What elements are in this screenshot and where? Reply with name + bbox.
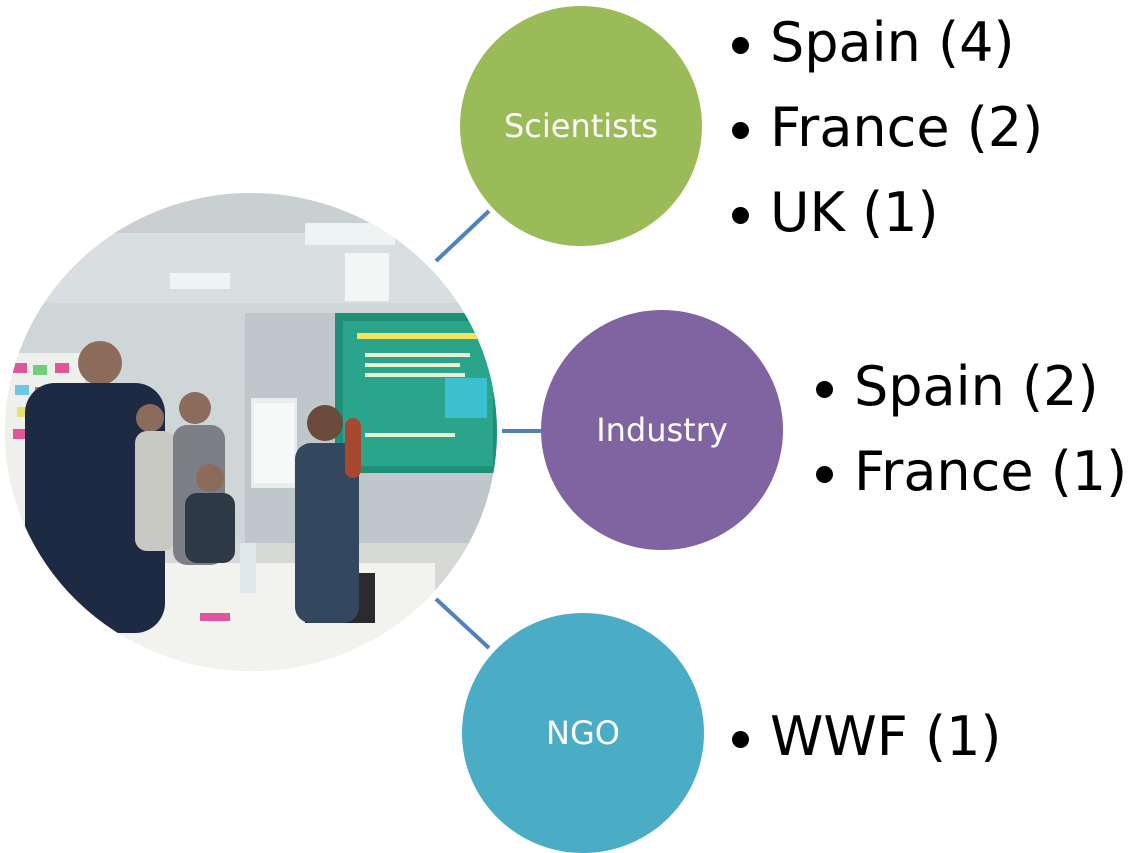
node-ngo: NGO bbox=[462, 613, 704, 853]
list-item: UK (1) bbox=[726, 170, 1043, 255]
list-item: Spain (4) bbox=[726, 0, 1043, 85]
scientists-list: Spain (4) France (2) UK (1) bbox=[726, 0, 1043, 255]
node-industry-label: Industry bbox=[596, 411, 728, 449]
connector-ngo bbox=[434, 597, 491, 650]
ngo-list: WWF (1) bbox=[726, 694, 1002, 779]
list-item: Spain (2) bbox=[810, 344, 1127, 429]
person-left bbox=[25, 383, 165, 633]
list-item: France (2) bbox=[726, 85, 1043, 170]
list-item: WWF (1) bbox=[726, 694, 1002, 779]
projector-icon bbox=[345, 253, 389, 301]
person-right bbox=[295, 443, 359, 623]
connector-scientists bbox=[434, 209, 491, 263]
node-ngo-label: NGO bbox=[546, 714, 620, 752]
workshop-photo bbox=[5, 193, 497, 671]
node-scientists: Scientists bbox=[460, 6, 702, 246]
list-item: France (1) bbox=[810, 429, 1127, 514]
industry-list: Spain (2) France (1) bbox=[810, 344, 1127, 514]
node-industry: Industry bbox=[541, 310, 783, 550]
node-scientists-label: Scientists bbox=[503, 107, 659, 145]
